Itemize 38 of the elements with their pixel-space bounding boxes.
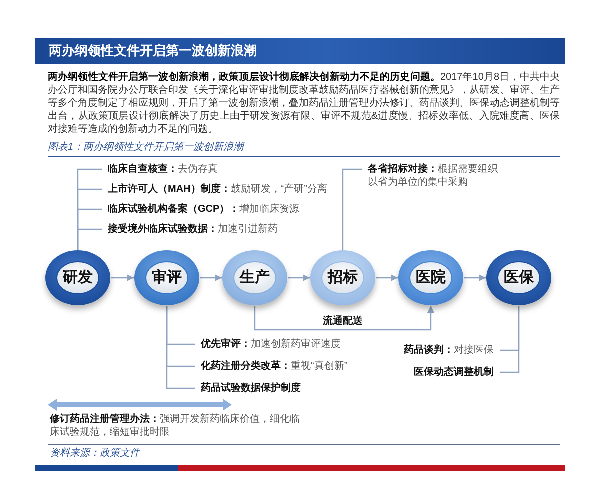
policy-note: 药品谈判：对接医保 [404,344,500,357]
stage-label: 生产 [240,269,270,287]
connector-line [77,228,102,250]
stage-label: 审评 [152,269,182,287]
connector-line [342,168,362,250]
flow-arrow [464,274,486,282]
connector-line [500,306,520,374]
flow-arrow [376,274,398,282]
flow-arrow [254,306,434,331]
stage-ring [398,250,464,306]
policy-note: 各省招标对接：根据需要组织以省为单位的集中采购 [362,163,502,189]
stage-ring [486,250,552,306]
policy-note: 上市许可人（MAH）制度：鼓励研发，“产研”分离 [102,183,328,196]
policy-note: 药品试验数据保护制度 [195,382,301,395]
connector-line [166,306,195,390]
stage-ring [310,250,376,306]
edge-label: 流通配送 [320,315,366,328]
policy-note: 临床试验机构备案（GCP）：增加临床资源 [102,203,300,216]
stage-ring [222,250,288,306]
stage-ring [134,250,200,306]
intro-paragraph: 两办纲领性文件开启第一波创新浪潮，政策顶层设计彻底解决创新动力不足的历史问题。2017年10月8日，中共中央办公厅和国务院办公厅联合印发《关于深化审评审批制度改革鼓励药品医疗器械创新的意见》，从研发、审评、生产等多个角度制定了相应规则，开启了第一波创新浪潮，叠加药品注册管理办法修订、药品谈判、医保动态调整机制等出台，从政策顶层设计彻底解决了历史上由于研发资源有限、审评不规范&进度慢、招标效率低、入院难度高、医保对接难等造成的创新动力不足的问题。 [48,71,560,136]
policy-note: 医保动态调整机制 [414,366,500,379]
flow-arrow [111,274,134,282]
policy-note: 临床自查核查：去伪存真 [102,163,218,176]
stage-ring [45,250,111,306]
stage-label: 研发 [63,269,93,287]
flow-arrow [200,274,222,282]
policy-note: 化药注册分类改革：重视“真创新” [195,360,348,373]
policy-note: 优先审评：加速创新药审评速度 [195,338,341,351]
stage-label: 医院 [416,269,446,287]
stage-label: 医保 [504,269,534,287]
stage-label: 招标 [328,269,358,287]
policy-note: 接受境外临床试验数据：加速引进新药 [102,223,278,236]
figure-caption: 图表1：两办纲领性文件开启第一波创新浪潮 [48,141,244,154]
source-note: 资料来源：政策文件 [50,447,140,460]
title: 两办纲领性文件开启第一波创新浪潮 [49,43,257,59]
flow-arrow [288,274,310,282]
policy-note: 修订药品注册管理办法：强调开发新药临床价值，细化临床试验规范，缩短审批时限 [50,413,300,439]
